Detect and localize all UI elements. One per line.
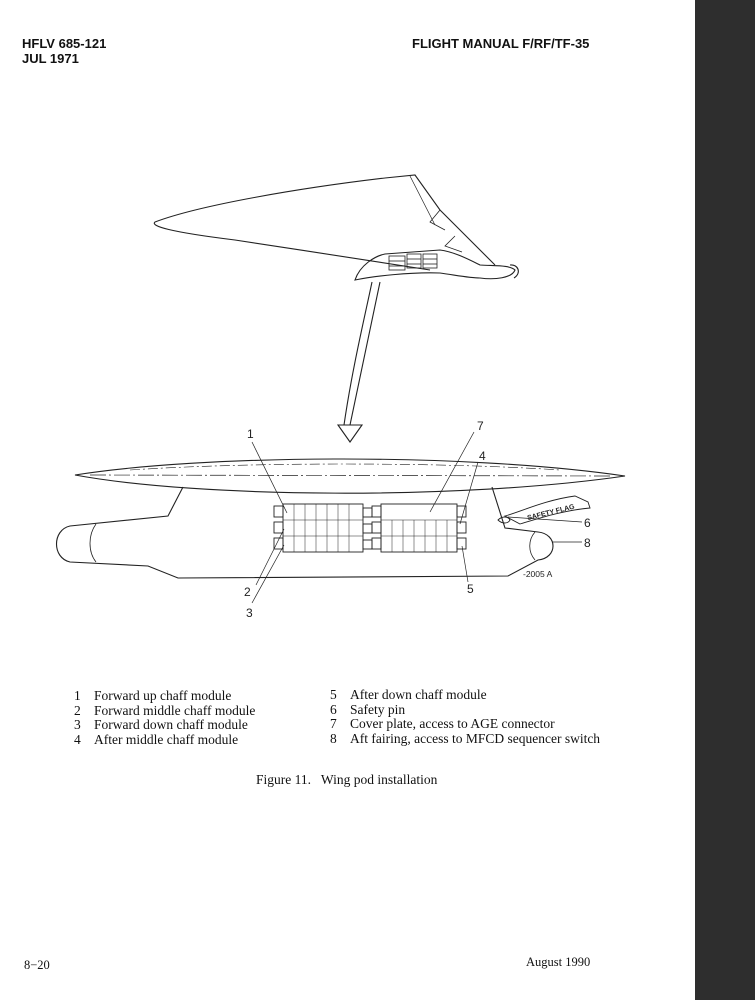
callout-3: 3 bbox=[246, 606, 253, 620]
drawing-id: -2005 A bbox=[523, 569, 553, 579]
callout-4: 4 bbox=[479, 449, 486, 463]
wing-pod-illustration: SAFETY FLAG 1 2 3 4 5 6 7 8 -2005 A bbox=[56, 174, 626, 620]
callout-8: 8 bbox=[584, 536, 591, 550]
revision-date: August 1990 bbox=[526, 955, 591, 969]
manual-page: HFLV 685-121 JUL 1971 FLIGHT MANUAL F/RF… bbox=[0, 0, 695, 1000]
doc-id-header: HFLV 685-121 JUL 1971 bbox=[22, 36, 106, 66]
callout-2: 2 bbox=[244, 585, 251, 599]
manual-title: FLIGHT MANUAL F/RF/TF-35 bbox=[412, 36, 590, 51]
callout-5: 5 bbox=[467, 582, 474, 596]
figure-caption: Figure 11. Wing pod installation bbox=[256, 772, 438, 787]
doc-id: HFLV 685-121 bbox=[22, 36, 107, 51]
callout-6: 6 bbox=[584, 516, 591, 530]
callout-1: 1 bbox=[247, 427, 254, 441]
page-number: 8−20 bbox=[24, 958, 50, 972]
callout-7: 7 bbox=[477, 419, 484, 433]
doc-date: JUL 1971 bbox=[22, 51, 79, 66]
viewer-side-panel bbox=[695, 0, 755, 1000]
